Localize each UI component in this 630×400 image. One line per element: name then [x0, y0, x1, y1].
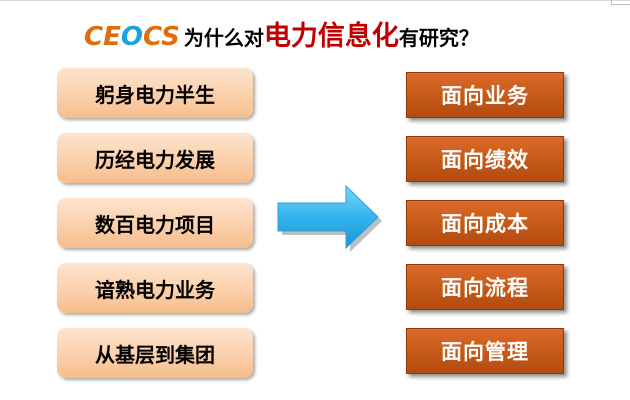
- slide-title: CEOCS 为什么对 电力信息化 有研究？: [84, 14, 479, 54]
- title-suffix: 有研究？: [398, 26, 479, 50]
- title-prefix: 为什么对: [183, 26, 264, 50]
- top-border-line: [0, 0, 630, 1]
- orientation-item: 面向业务: [406, 72, 564, 118]
- orientation-item: 面向流程: [406, 264, 564, 310]
- brand-logo-text: CEOCS: [84, 22, 180, 52]
- orientation-item: 面向绩效: [406, 136, 564, 182]
- title-highlight: 电力信息化: [263, 21, 399, 52]
- experience-item: 谙熟电力业务: [57, 263, 253, 313]
- orientation-item: 面向成本: [406, 200, 564, 246]
- experience-item: 躬身电力半生: [57, 68, 253, 118]
- corner-mark: [611, 0, 630, 5]
- orientation-item: 面向管理: [406, 328, 564, 374]
- experience-item: 数百电力项目: [57, 198, 253, 248]
- experience-item: 从基层到集团: [57, 328, 253, 378]
- experience-item: 历经电力发展: [57, 133, 253, 183]
- right-arrow-icon: [277, 184, 382, 252]
